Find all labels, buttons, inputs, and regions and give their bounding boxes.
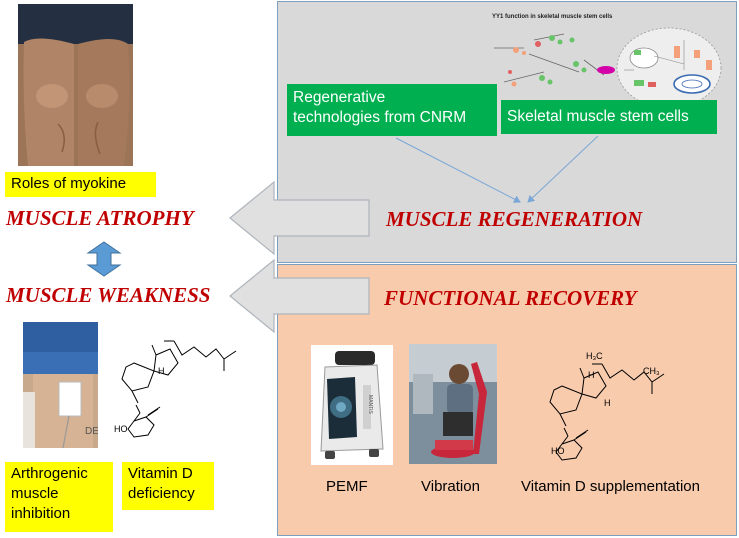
arthrogenic-line-2: muscle — [11, 485, 59, 502]
vitd-deficiency-line-1: Vitamin D — [128, 465, 193, 482]
muscle-atrophy-title: MUSCLE ATROPHY — [6, 206, 194, 230]
vitd-left-h: H — [158, 366, 165, 376]
vibration-photo-graphic — [409, 344, 497, 464]
vitd-left-ho: HO — [114, 424, 128, 434]
arrow-from-stem-cells — [527, 135, 599, 203]
vitd-right-h: H — [588, 370, 595, 380]
vitd-right-methyl: H₃C — [586, 351, 603, 361]
arrow-regeneration-to-atrophy — [229, 180, 370, 256]
pemf-device-brand: MANTIS — [367, 395, 373, 414]
stem-cells-box: Skeletal muscle stem cells — [501, 100, 717, 134]
muscle-regeneration-title: MUSCLE REGENERATION — [386, 207, 643, 231]
knees-photo — [18, 4, 133, 166]
stem-cells-label: Skeletal muscle stem cells — [507, 108, 689, 125]
regenerative-technologies-box: Regenerative technologies from CNRM — [287, 84, 497, 136]
arthrogenic-line-3: inhibition — [11, 505, 71, 522]
arthrogenic-line-1: Arthrogenic — [11, 465, 88, 482]
vibration-therapy-photo — [409, 344, 497, 464]
regenerative-line-1: Regenerative — [293, 89, 386, 106]
arthrogenic-inhibition-box: Arthrogenic muscle inhibition — [5, 462, 113, 532]
muscle-weakness-title: MUSCLE WEAKNESS — [6, 283, 211, 307]
yy1-diagram-title: YY1 function in skeletal muscle stem cel… — [492, 14, 613, 20]
atrophy-weakness-double-arrow — [86, 241, 122, 277]
knee-electrode-photo: DE — [23, 322, 98, 448]
vitamin-d-structure-left — [121, 340, 237, 438]
vitamin-d-structure-right — [549, 363, 665, 461]
vitamin-d-deficiency-box: Vitamin D deficiency — [122, 462, 214, 510]
vitd-right-h-2: H — [604, 398, 611, 408]
roles-of-myokine-box: Roles of myokine — [5, 172, 156, 197]
arrow-from-regenerative — [395, 137, 521, 203]
yy1-diagram-graphic — [494, 27, 722, 109]
yy1-diagram: YY1 function in skeletal muscle stem cel… — [484, 12, 726, 110]
knees-photo-graphic — [18, 4, 133, 166]
svg-text:DE: DE — [85, 426, 98, 437]
knee-electrode-graphic: DE — [23, 322, 98, 448]
vitd-right-ch3: CH₃ — [643, 366, 660, 376]
vibration-label: Vibration — [421, 478, 480, 495]
arrow-recovery-to-weakness — [229, 258, 370, 334]
functional-recovery-title: FUNCTIONAL RECOVERY — [384, 286, 637, 310]
vitamin-d-supplementation-label: Vitamin D supplementation — [521, 478, 700, 495]
pemf-device-graphic — [320, 351, 384, 459]
regenerative-line-2: technologies from CNRM — [293, 109, 467, 126]
roles-of-myokine-label: Roles of myokine — [11, 175, 127, 192]
pemf-device-image: MANTIS — [311, 345, 393, 465]
vitd-deficiency-line-2: deficiency — [128, 485, 195, 502]
converging-arrows — [395, 135, 599, 203]
pemf-label: PEMF — [326, 478, 368, 495]
vitd-right-ho: HO — [551, 446, 565, 456]
